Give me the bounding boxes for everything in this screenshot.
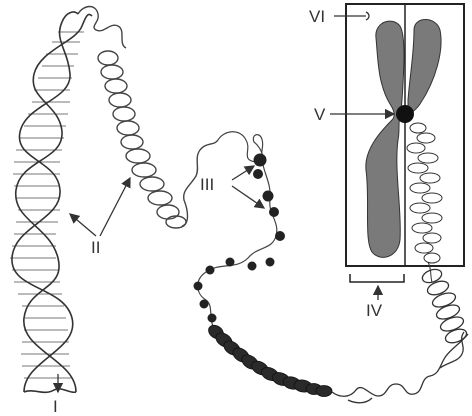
pointer-iii-b xyxy=(232,186,264,208)
beads-on-string xyxy=(194,132,286,328)
nucleosome-coil-column xyxy=(98,51,186,228)
pointer-ii-a xyxy=(70,214,96,236)
label-iv: IV xyxy=(366,301,383,320)
nucleosome-fiber xyxy=(78,7,218,229)
helix-strand-b xyxy=(16,14,92,392)
label-v: V xyxy=(314,105,326,124)
coiled-loop-fiber xyxy=(332,267,468,403)
pointer-iii-a xyxy=(232,166,254,180)
solenoid-fiber xyxy=(206,322,332,396)
label-i: I xyxy=(53,397,58,416)
helix-end-cut xyxy=(24,389,76,392)
helix-strand-a xyxy=(12,12,78,392)
label-ii: II xyxy=(91,238,100,257)
dna-double-helix xyxy=(10,12,92,392)
upper-coils xyxy=(421,267,469,345)
pointer-ii-b xyxy=(100,178,130,236)
fiber-top-loop xyxy=(78,7,126,49)
centromere xyxy=(396,105,414,123)
bracket-iv xyxy=(350,274,404,282)
label-vi: VI xyxy=(309,7,325,26)
label-iii: III xyxy=(200,175,214,194)
metaphase-chromosome xyxy=(346,4,464,282)
